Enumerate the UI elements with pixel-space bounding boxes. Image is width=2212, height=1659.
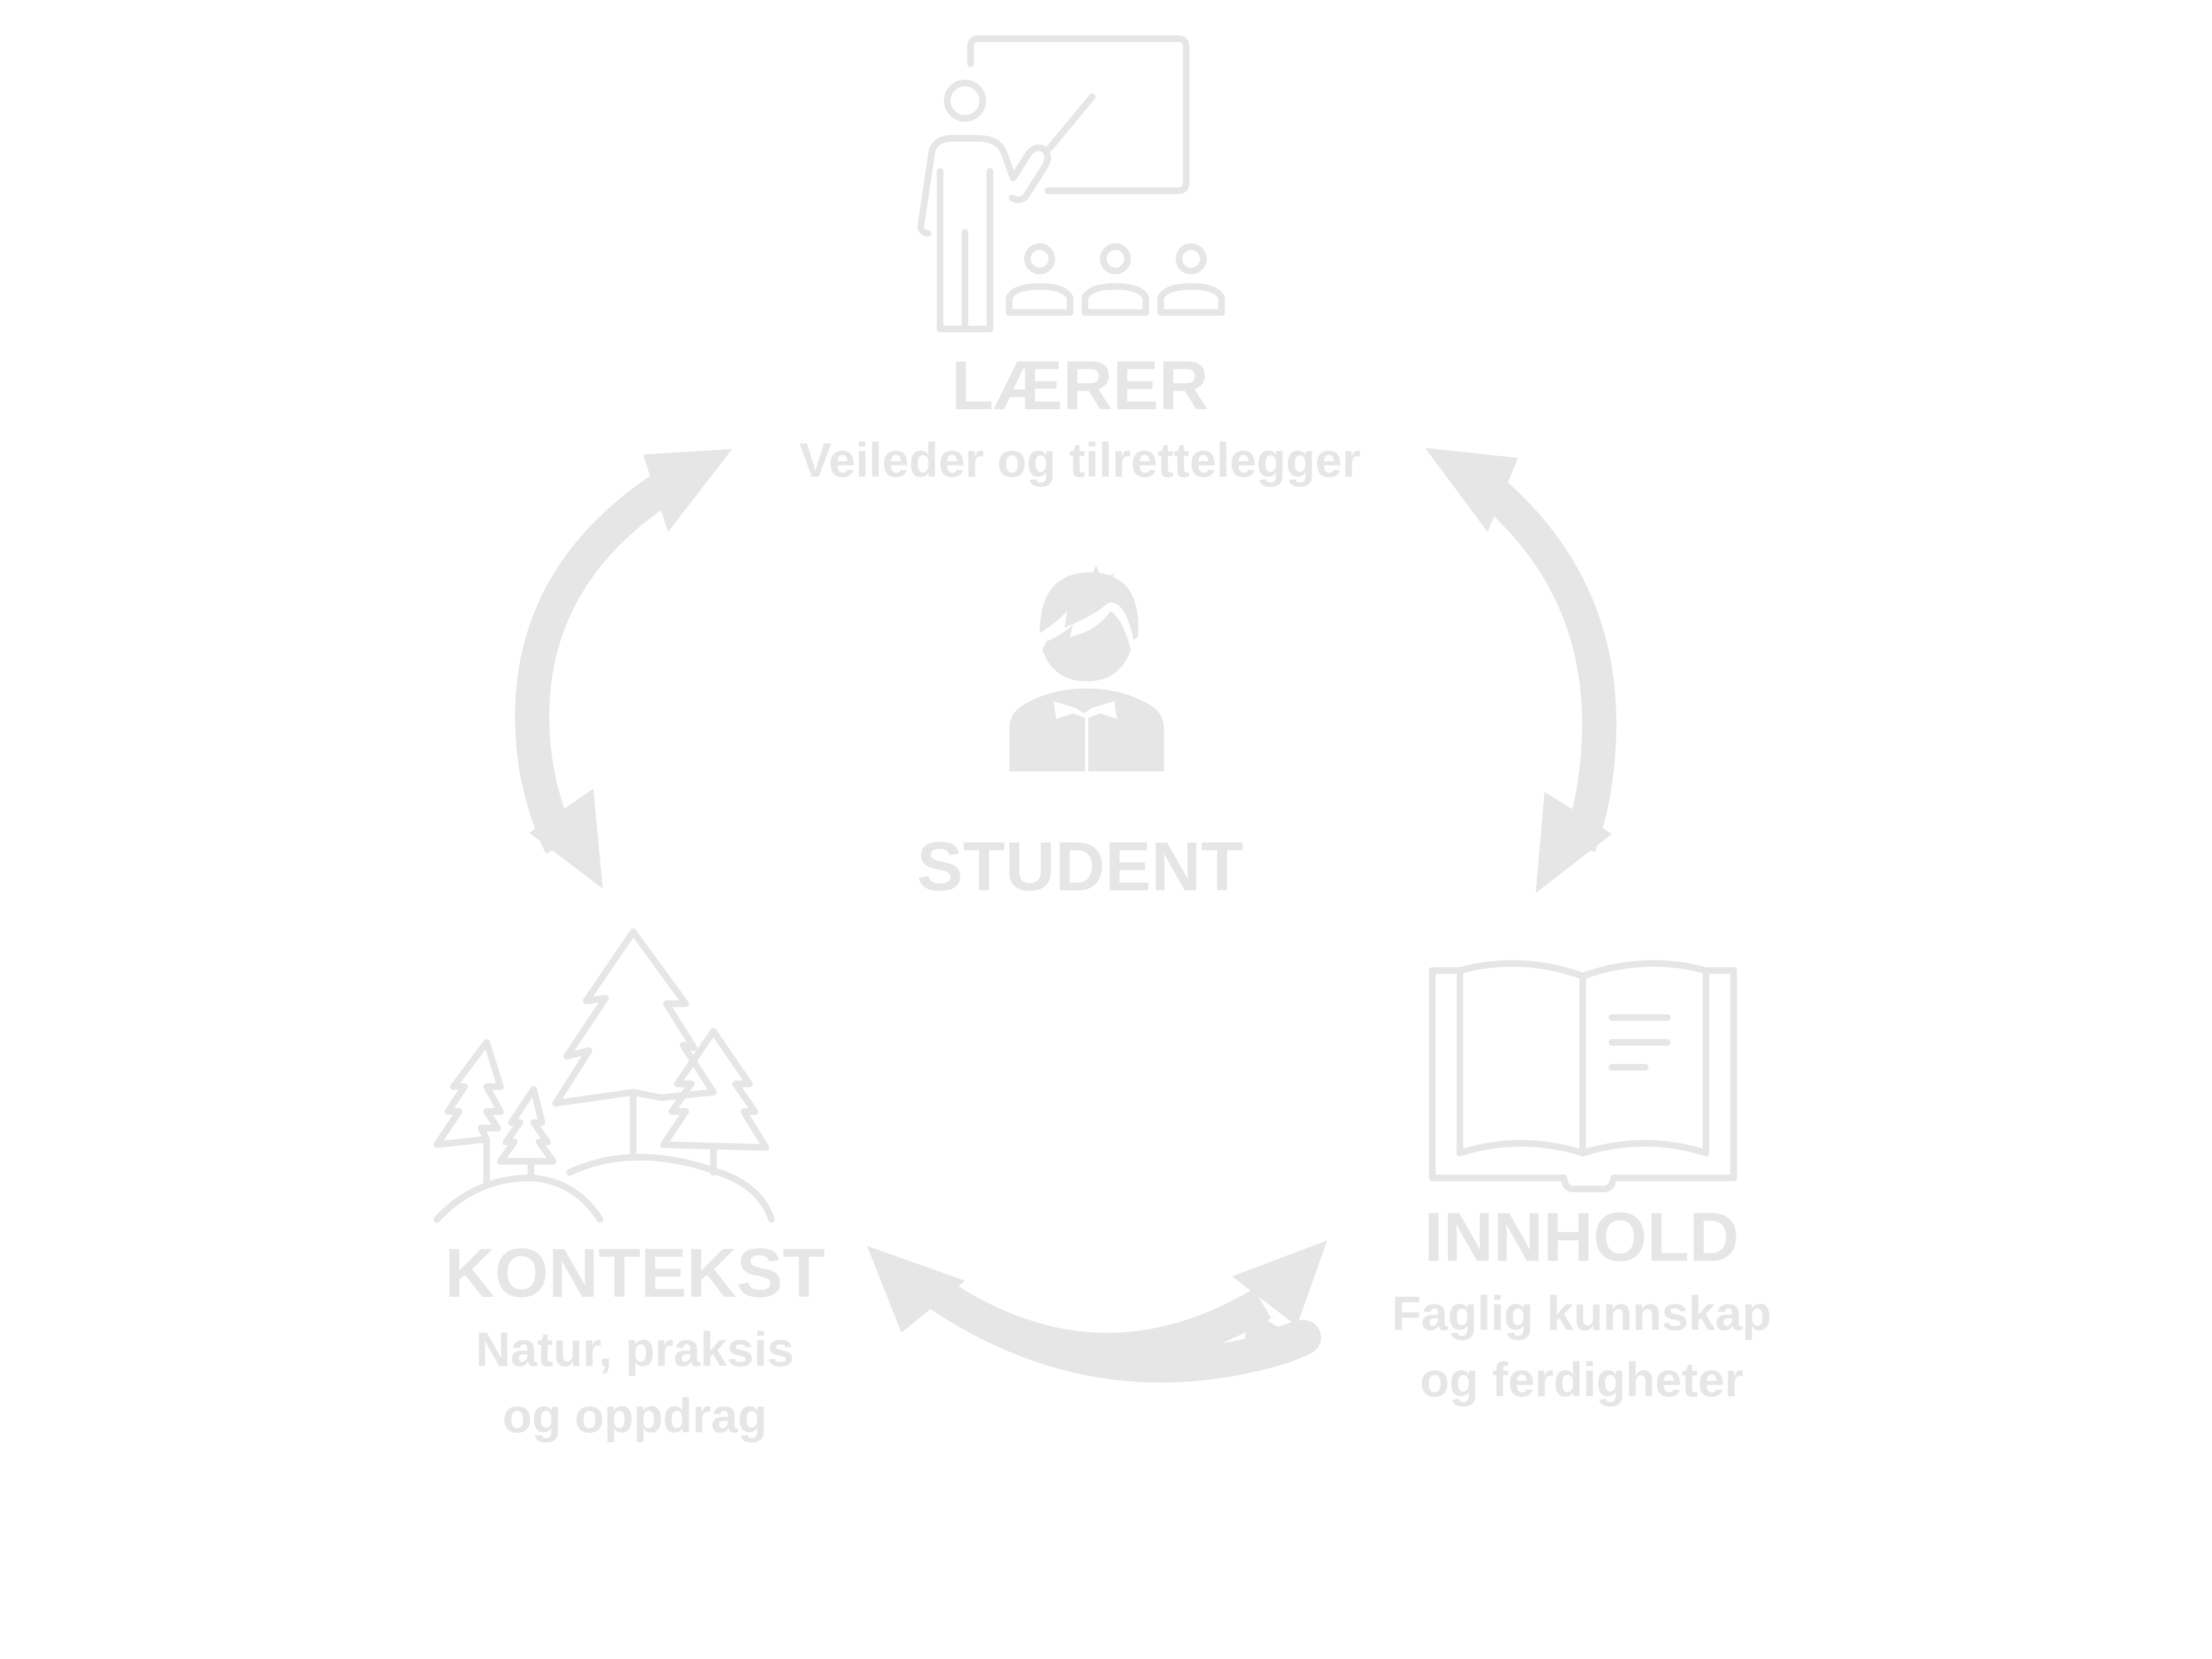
context-subtitle-line2: og oppdrag [503,1389,767,1443]
teacher-content-arrow [1425,448,1616,893]
student-title: STUDENT [917,828,1243,905]
content-title: INNHOLD [1424,1199,1739,1276]
context-subtitle-line1: Natur, praksis [476,1323,794,1376]
teacher-context-arrow [515,449,732,889]
forest-icon [434,928,775,1223]
content-subtitle-line1: Faglig kunnskap [1392,1287,1771,1340]
open-book-icon [1429,960,1737,1192]
context-content-arrow [867,1240,1327,1383]
teacher-classroom-icon [917,35,1225,332]
teacher-subtitle: Veileder og tilrettelegger [799,434,1360,487]
context-title: KONTEKST [445,1235,825,1312]
teacher-title: LÆRER [951,347,1208,424]
student-icon [1009,565,1164,771]
content-subtitle-line2: og ferdigheter [1420,1353,1744,1407]
